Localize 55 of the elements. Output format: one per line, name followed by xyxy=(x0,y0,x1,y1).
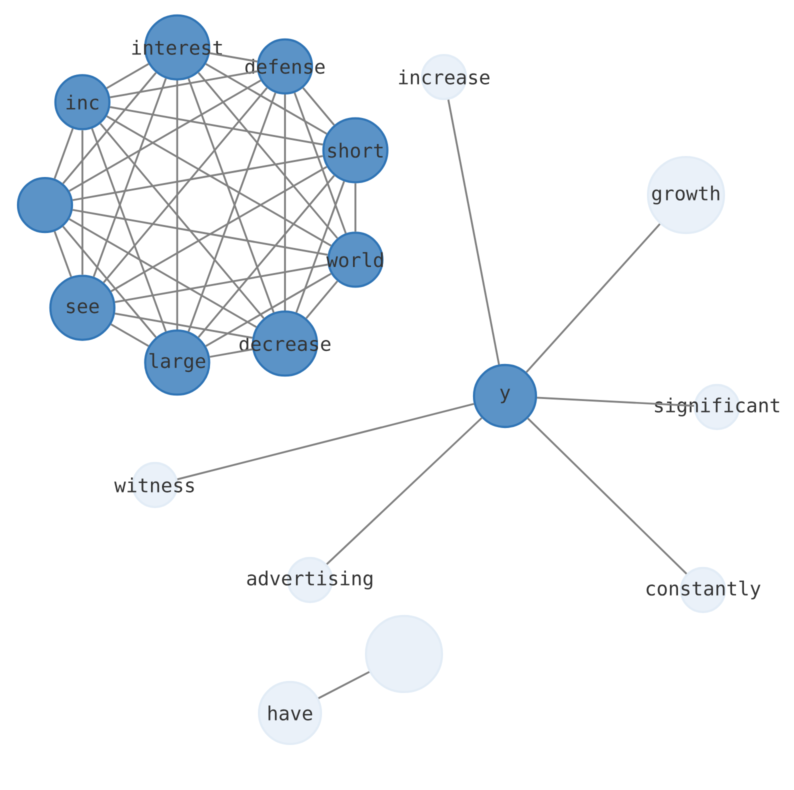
edge-line xyxy=(106,63,150,89)
edge-line xyxy=(295,181,345,313)
word-node: constantly xyxy=(646,566,760,614)
word-node: witness xyxy=(114,462,194,508)
word-node: short xyxy=(322,117,388,184)
edge-line xyxy=(326,417,482,565)
edge-line xyxy=(106,115,332,246)
edge-line xyxy=(68,80,262,192)
edge-line xyxy=(205,272,332,347)
edge-line xyxy=(302,87,335,126)
edge-line xyxy=(527,418,688,575)
edge-line xyxy=(100,123,264,319)
word-node: y xyxy=(472,364,538,428)
edge-line xyxy=(205,63,328,135)
edge-line xyxy=(110,106,323,146)
edge-line xyxy=(110,324,150,347)
edge-line xyxy=(110,70,258,98)
edge-line xyxy=(210,52,258,62)
word-node: significant xyxy=(655,384,780,430)
edge-line xyxy=(114,264,328,303)
edge-line xyxy=(114,312,253,339)
word-node: growth xyxy=(646,156,726,234)
edge-line xyxy=(92,78,167,278)
edge-line xyxy=(306,280,338,319)
word-node: advertising xyxy=(247,556,372,604)
edge-line xyxy=(536,396,694,407)
edge-line xyxy=(62,226,157,338)
word-node: inc xyxy=(54,74,110,130)
edge-line xyxy=(81,130,84,275)
node-circle xyxy=(364,614,444,694)
edge-line xyxy=(68,218,257,328)
edge-line xyxy=(54,231,72,278)
edge-line xyxy=(198,175,335,338)
edge-line xyxy=(294,92,347,234)
word-node: have xyxy=(258,680,322,746)
edge-line xyxy=(526,223,661,373)
edge-line xyxy=(102,87,268,284)
edge-line xyxy=(72,208,328,256)
word-node: see xyxy=(49,274,116,341)
edge-line xyxy=(91,128,167,332)
edge-line xyxy=(198,72,338,239)
edge-line xyxy=(176,80,178,330)
word-node: large xyxy=(144,330,210,396)
edge-line xyxy=(284,94,286,311)
node-circle xyxy=(16,176,74,234)
word-node: increase xyxy=(399,54,490,100)
edge-line xyxy=(110,166,328,292)
edge-line xyxy=(318,671,370,700)
edge-line xyxy=(62,72,157,184)
edge-line xyxy=(447,99,500,365)
edge-line xyxy=(210,348,253,358)
edge-line xyxy=(54,128,74,179)
edge-line xyxy=(177,403,474,480)
edge-line xyxy=(72,155,323,202)
edge-line xyxy=(354,183,356,232)
